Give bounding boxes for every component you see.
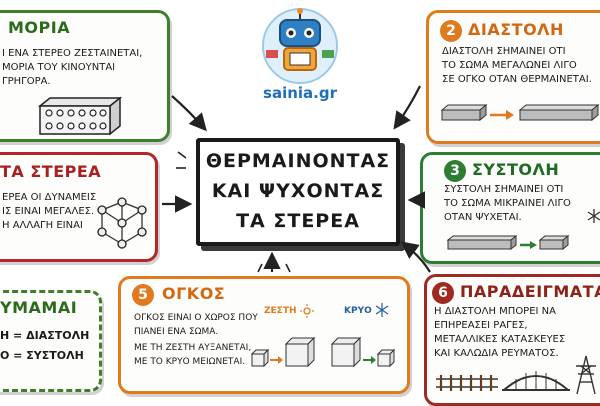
card-systoli-number-badge: 3	[444, 160, 466, 182]
arrow-from-diastoli	[393, 85, 421, 130]
snowflake-icon	[587, 209, 600, 223]
sun-icon	[300, 304, 314, 318]
card-ogkos-line-2: ΠΙΑΝΕΙ ΕΝΑ ΣΩΜΑ.	[134, 327, 219, 337]
card-sterea-line-1: ΕΡΕΑ ΟΙ ΔΥΝΑΜΕΙΣ	[2, 192, 97, 203]
card-diastoli-title: ΔΙΑΣΤΟΛΗ	[468, 20, 564, 39]
card-sterea-line-2: ΙΣ ΕΙΝΑΙ ΜΕΓΑΛΕΣ.	[2, 206, 95, 217]
card-systoli-line-3: ΟΤΑΝ ΨΥΧΕΤΑΙ.	[444, 212, 522, 223]
particle-lattice-icon	[97, 197, 147, 249]
arrow-from-moria	[171, 95, 207, 132]
card-ogkos-line-4: ΜΕ ΤΟ ΚΡΥΟ ΜΕΙΩΝΕΤΑΙ.	[134, 357, 246, 367]
hot-cubes-illustration	[250, 336, 316, 368]
card-ogkos-line-3: ΜΕ ΤΗ ΖΕΣΤΗ ΑΥΞΑΝΕΤΑΙ,	[134, 343, 252, 353]
cold-cubes-illustration	[330, 336, 396, 368]
expansion-bars-illustration	[440, 103, 600, 122]
card-paradeigmata-line-3: ΜΕΤΑΛΛΙΚΕΣ ΚΑΤΑΣΚΕΥΕΣ	[434, 334, 566, 345]
card-moria-line-3: ΓΡΗΓΟΡΑ.	[2, 76, 51, 87]
central-title-line-1: ΘΕΡΜΑΙΝΟΝΤΑΣ	[205, 150, 391, 172]
card-moria-line-2: ΜΟΡΙΑ ΤΟΥ ΚΙΝΟΥΝΤΑΙ	[2, 62, 116, 73]
card-moria-title: ΜΟΡΙΑ	[8, 18, 71, 37]
card-diastoli-line-3: ΣΕ ΟΓΚΟ ΟΤΑΝ ΘΕΡΜΑΙΝΕΤΑΙ.	[442, 74, 592, 85]
card-sterea	[0, 152, 158, 262]
central-title-line-3: ΤΑ ΣΤΕΡΕΑ	[236, 210, 360, 232]
railway-tracks-icon	[436, 375, 498, 391]
card-thymamai-line-1: Η = ΔΙΑΣΤΟΛΗ	[0, 329, 90, 342]
card-paradeigmata-line-2: ΕΠΗΡΕΑΣΕΙ ΡΑΓΕΣ,	[434, 320, 528, 331]
bridge-icon	[502, 371, 570, 391]
card-ogkos-title: ΟΓΚΟΣ	[162, 284, 226, 303]
card-diastoli-number-badge: 2	[440, 20, 462, 42]
cold-label: ΚΡΥΟ	[344, 306, 372, 316]
hot-label: ΖΕΣΤΗ	[264, 306, 297, 316]
central-title-line-2: ΚΑΙ ΨΥΧΟΝΤΑΣ	[211, 180, 385, 202]
card-thymamai	[0, 290, 102, 392]
card-systoli-line-2: ΤΟ ΣΩΜΑ ΜΙΚΡΑΙΝΕΙ ΛΙΓΟ	[444, 198, 571, 209]
card-diastoli-line-2: ΤΟ ΣΩΜΑ ΜΕΓΑΛΩΝΕΙ ΛΙΓΟ	[442, 60, 577, 71]
power-pylon-icon	[576, 355, 596, 395]
robot-mascot-icon	[262, 8, 338, 84]
card-paradeigmata-line-1: Η ΔΙΑΣΤΟΛΗ ΜΠΟΡΕΙ ΝΑ	[434, 306, 556, 317]
snowflake-icon	[375, 303, 389, 317]
contraction-bars-illustration	[446, 234, 570, 251]
card-diastoli-line-1: ΔΙΑΣΤΟΛΗ ΣΗΜΑΙΝΕΙ ΟΤΙ	[442, 46, 566, 57]
brick-with-holes-icon	[37, 96, 123, 136]
logo-text: sainia.gr	[263, 84, 337, 102]
card-ogkos	[118, 276, 410, 394]
card-ogkos-number-badge: 5	[132, 284, 154, 306]
card-systoli-line-1: ΣΥΣΤΟΛΗ ΣΗΜΑΙΝΕΙ ΟΤΙ	[444, 184, 564, 195]
central-title-box: ΘΕΡΜΑΙΝΟΝΤΑΣ ΚΑΙ ΨΥΧΟΝΤΑΣ ΤΑ ΣΤΕΡΕΑ	[196, 138, 400, 246]
card-sterea-line-3: Η ΑΛΛΑΓΗ ΕΙΝΑΙ	[2, 220, 83, 231]
card-ogkos-line-1: ΟΓΚΟΣ ΕΙΝΑΙ Ο ΧΩΡΟΣ ΠΟΥ	[134, 313, 258, 323]
card-paradeigmata-number-badge: 6	[432, 282, 454, 304]
card-thymamai-title: ΥΜΑΜΑΙ	[0, 298, 78, 317]
card-moria-line-1: Ι ΕΝΑ ΣΤΕΡΕΟ ΖΕΣΤΑΙΝΕΤΑΙ,	[2, 48, 143, 59]
card-thymamai-line-2: Ο = ΣΥΣΤΟΛΗ	[0, 349, 84, 362]
card-paradeigmata-line-4: ΚΑΙ ΚΑΛΩΔΙΑ ΡΕΥΜΑΤΟΣ.	[434, 348, 559, 359]
card-systoli-title: ΣΥΣΤΟΛΗ	[472, 160, 560, 179]
card-sterea-title: ΤΑ ΣΤΕΡΕΑ	[0, 162, 102, 181]
card-paradeigmata-title: ΠΑΡΑΔΕΙΓΜΑΤΑ	[460, 282, 600, 301]
arrow-from-paradeigmata	[400, 241, 431, 273]
